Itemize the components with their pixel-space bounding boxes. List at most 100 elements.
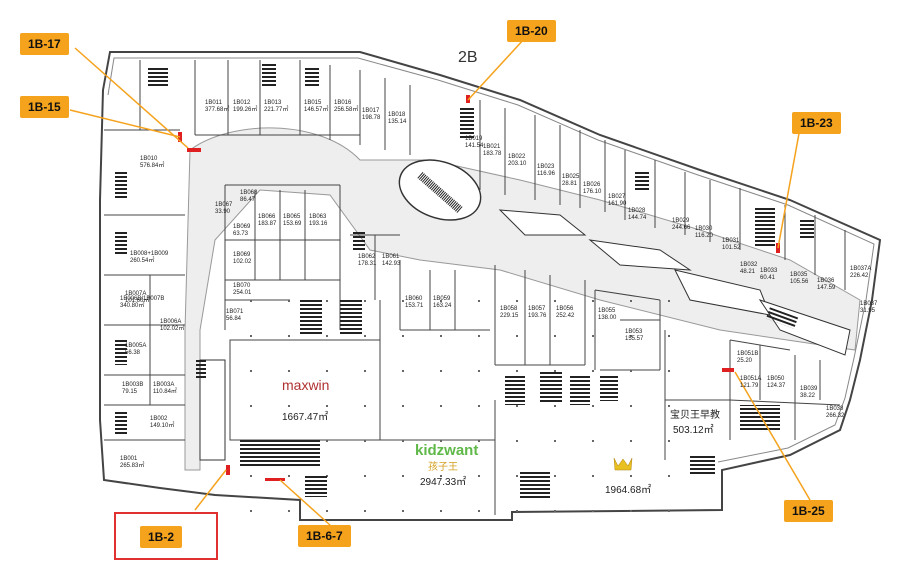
unit-area: 193.76 bbox=[528, 313, 547, 319]
unit-area: 203.10 bbox=[508, 161, 527, 167]
column-dot bbox=[402, 440, 404, 442]
unit-area: 56.84 bbox=[226, 316, 242, 322]
unit-code: 1B030 bbox=[695, 226, 713, 232]
column-dot bbox=[402, 405, 404, 407]
column-dot bbox=[516, 510, 518, 512]
callout-1b-20[interactable]: 1B-20 bbox=[507, 20, 556, 42]
column-dot bbox=[592, 510, 594, 512]
unit-area: 124.37 bbox=[767, 383, 786, 389]
unit-area: 244.66 bbox=[672, 225, 691, 231]
unit-area: 199.26㎡ bbox=[233, 105, 257, 113]
unit-code: 1B033 bbox=[760, 268, 778, 274]
column-dot bbox=[516, 440, 518, 442]
unit-area: 576.84㎡ bbox=[140, 161, 164, 169]
unit-area: 28.81 bbox=[562, 181, 578, 187]
unit-area: 102.02㎡ bbox=[160, 324, 184, 332]
callout-leader-lines bbox=[69, 37, 811, 526]
column-dot bbox=[402, 335, 404, 337]
column-dot bbox=[592, 335, 594, 337]
unit-code: 1B023 bbox=[537, 164, 555, 170]
unit-area: 38.22 bbox=[800, 393, 816, 399]
column-dot bbox=[440, 405, 442, 407]
column-dot bbox=[402, 510, 404, 512]
unit-code: 1B032 bbox=[740, 262, 758, 268]
highlight-box-1b-2 bbox=[114, 512, 218, 560]
unit-code: 1B038 bbox=[826, 406, 844, 412]
callout-1b-23[interactable]: 1B-23 bbox=[792, 112, 841, 134]
column-dot bbox=[668, 300, 670, 302]
unit-area: 260.54㎡ bbox=[130, 256, 154, 264]
column-dot bbox=[364, 475, 366, 477]
unit-code: 1B006A bbox=[160, 319, 181, 325]
unit-area: 377.68㎡ bbox=[205, 105, 229, 113]
unit-area: 161.90 bbox=[608, 201, 627, 207]
unit-labels: 1B011377.68㎡1B012199.26㎡1B013221.77㎡1B01… bbox=[120, 100, 878, 469]
column-dot bbox=[554, 335, 556, 337]
unit-code: 1B070 bbox=[233, 283, 251, 289]
unit-area: 178.31 bbox=[358, 261, 377, 267]
column-dot bbox=[478, 440, 480, 442]
unit-code: 1B053 bbox=[625, 329, 643, 335]
anchor-1964-area: 1964.68㎡ bbox=[605, 484, 651, 496]
column-dot bbox=[250, 370, 252, 372]
unit-area: 153.69 bbox=[283, 221, 302, 227]
unit-area: 79.15 bbox=[122, 389, 138, 395]
column-dot bbox=[554, 510, 556, 512]
column-dot bbox=[516, 335, 518, 337]
unit-area: 193.16 bbox=[309, 221, 328, 227]
column-dot bbox=[592, 440, 594, 442]
unit-area: 31.95 bbox=[860, 308, 876, 314]
unit-area: 163.24 bbox=[433, 303, 452, 309]
column-dot bbox=[402, 475, 404, 477]
column-grid-dots bbox=[250, 300, 670, 512]
unit-code: 1B006B/1B007B bbox=[120, 296, 164, 302]
column-dot bbox=[554, 370, 556, 372]
column-dot bbox=[668, 510, 670, 512]
unit-code: 1B026 bbox=[583, 182, 601, 188]
unit-area: 183.78 bbox=[483, 151, 502, 157]
callout-1b-6-7[interactable]: 1B-6-7 bbox=[298, 525, 351, 547]
column-dot bbox=[516, 300, 518, 302]
unit-code: 1B036 bbox=[817, 278, 835, 284]
column-dot bbox=[592, 475, 594, 477]
unit-area: 60.41 bbox=[760, 275, 776, 281]
callout-1b-15[interactable]: 1B-15 bbox=[20, 96, 69, 118]
unit-code: 1B058 bbox=[500, 306, 518, 312]
column-dot bbox=[326, 335, 328, 337]
column-dot bbox=[288, 300, 290, 302]
callout-1b-2[interactable]: 1B-2 bbox=[140, 526, 183, 548]
unit-area: 116.20 bbox=[695, 233, 714, 239]
unit-area: 221.77㎡ bbox=[264, 105, 288, 113]
unit-area: 146.57㎡ bbox=[304, 105, 328, 113]
unit-area: 102.02 bbox=[233, 259, 252, 265]
column-dot bbox=[554, 475, 556, 477]
unit-area: 86.47 bbox=[240, 197, 256, 203]
unit-area: 340.80㎡ bbox=[120, 301, 144, 309]
column-dot bbox=[554, 440, 556, 442]
unit-code: 1B050 bbox=[767, 376, 785, 382]
unit-code: 1B068 bbox=[240, 190, 258, 196]
callout-1b-25[interactable]: 1B-25 bbox=[784, 500, 833, 522]
unit-code: 1B039 bbox=[800, 386, 818, 392]
column-dot bbox=[478, 405, 480, 407]
column-dot bbox=[478, 475, 480, 477]
unit-code: 1B056 bbox=[556, 306, 574, 312]
unit-code: 1B003A bbox=[153, 382, 174, 388]
unit-code: 1B071 bbox=[226, 309, 244, 315]
unit-area: 176.10 bbox=[583, 189, 602, 195]
column-dot bbox=[364, 440, 366, 442]
column-dot bbox=[250, 335, 252, 337]
column-dot bbox=[668, 475, 670, 477]
unit-area: 138.00 bbox=[598, 315, 617, 321]
column-dot bbox=[516, 405, 518, 407]
callout-1b-17[interactable]: 1B-17 bbox=[20, 33, 69, 55]
column-dot bbox=[592, 405, 594, 407]
unit-code: 1B060 bbox=[405, 296, 423, 302]
column-dot bbox=[592, 370, 594, 372]
anchor-maxwin-area: 1667.47㎡ bbox=[282, 411, 328, 423]
unit-area: 155.57 bbox=[625, 336, 644, 342]
column-dot bbox=[364, 370, 366, 372]
column-dot bbox=[630, 370, 632, 372]
column-dot bbox=[630, 405, 632, 407]
